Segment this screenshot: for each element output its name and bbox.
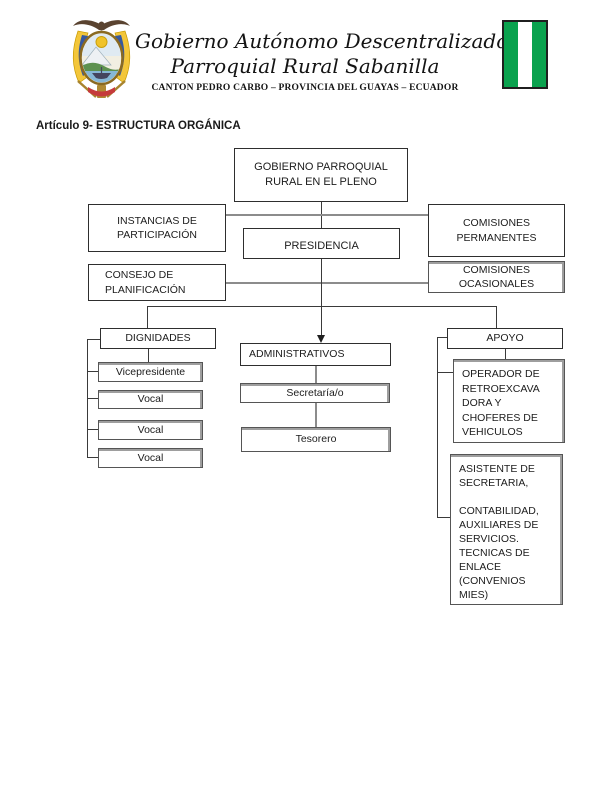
node-consejo-planificacion: CONSEJO DE PLANIFICACIÓN (88, 264, 226, 301)
connector-consejo-ocasionales (226, 282, 428, 284)
bracket-stub-asistente (437, 517, 450, 518)
node-vicepresidente: Vicepresidente (98, 362, 203, 382)
connector-instancias-comisiones (226, 214, 428, 216)
bracket-stub-dignidades (87, 339, 100, 340)
flag-stripe-white (518, 22, 532, 87)
article-heading: Artículo 9- ESTRUCTURA ORGÁNICA (36, 120, 241, 132)
node-operador-retroexcavadora: OPERADOR DE RETROEXCAVA DORA Y CHOFERES … (453, 359, 565, 443)
flag-stripe-green-right (532, 22, 546, 87)
node-comisiones-ocasionales: COMISIONES OCASIONALES (428, 261, 565, 293)
org-title-line2: Parroquial Rural Sabanilla (170, 54, 440, 78)
arrowhead-down (317, 335, 325, 343)
org-title-line1: Gobierno Autónomo Descentralizado (135, 29, 509, 53)
node-presidencia: PRESIDENCIA (243, 228, 400, 259)
bracket-stub-apoyo (437, 337, 447, 338)
bracket-apoyo (437, 337, 438, 518)
connector-presidencia-down (321, 259, 322, 337)
ecuador-coat-of-arms-icon (72, 20, 131, 98)
node-comisiones-permanentes: COMISIONES PERMANENTES (428, 204, 565, 257)
bracket-stub-operador (437, 372, 453, 373)
connector-drop-apoyo (496, 306, 497, 328)
parish-flag (502, 20, 548, 89)
connector-secretaria-tesorero (315, 403, 317, 427)
node-tesorero: Tesorero (241, 427, 391, 452)
bracket-stub-vocal-3 (87, 457, 98, 458)
bracket-stub-vocal-2 (87, 429, 98, 430)
node-vocal-2: Vocal (98, 420, 203, 440)
bracket-stub-vicepresidente (87, 371, 98, 372)
flag-stripe-green-left (504, 22, 518, 87)
connector-dignidades-vicepresidente (148, 349, 149, 362)
connector-apoyo-operador (505, 349, 506, 359)
node-secretaria: Secretaría/o (240, 383, 390, 403)
letterhead: Gobierno Autónomo Descentralizado Parroq… (135, 28, 509, 93)
node-administrativos: ADMINISTRATIVOS (240, 343, 391, 366)
node-asistente-secretaria: ASISTENTE DE SECRETARIA, CONTABILIDAD, A… (450, 454, 563, 605)
node-dignidades: DIGNIDADES (100, 328, 216, 349)
node-vocal-3: Vocal (98, 448, 203, 468)
node-vocal-1: Vocal (98, 390, 203, 409)
node-gobierno-parroquial: GOBIERNO PARROQUIAL RURAL EN EL PLENO (234, 148, 408, 202)
org-subtitle: CANTON PEDRO CARBO – PROVINCIA DEL GUAYA… (151, 83, 459, 93)
node-instancias-participacion: INSTANCIAS DE PARTICIPACIÓN (88, 204, 226, 252)
node-apoyo: APOYO (447, 328, 563, 349)
bracket-stub-vocal-1 (87, 398, 98, 399)
connector-branch-horizontal (147, 306, 496, 307)
connector-drop-dignidades (147, 306, 148, 328)
connector-administrativos-secretaria (315, 366, 317, 383)
